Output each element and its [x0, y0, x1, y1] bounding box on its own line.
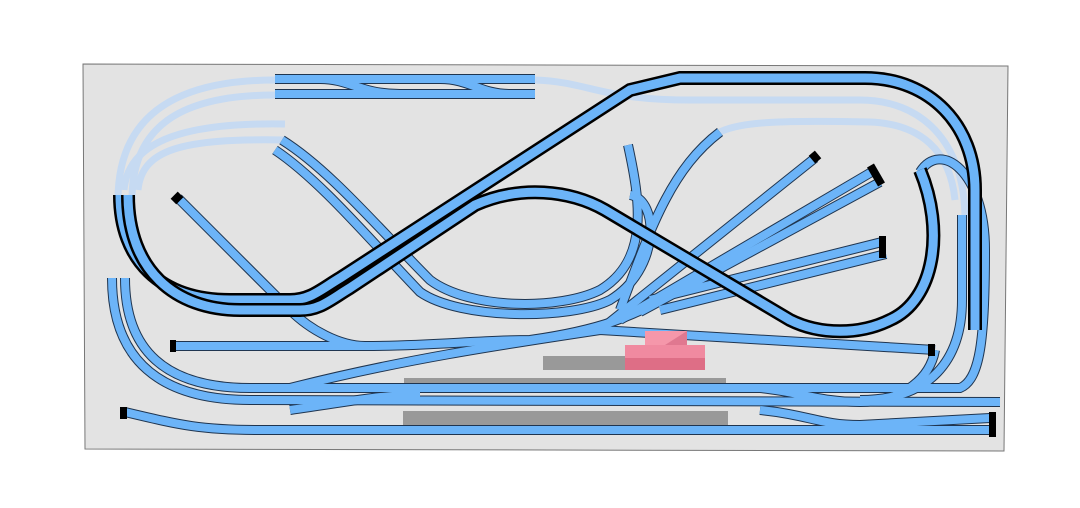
track-section: [616, 128, 723, 312]
buffer-stops: [120, 150, 996, 437]
track-section: [319, 75, 401, 98]
track-section: [859, 215, 966, 404]
track-section: [649, 238, 883, 304]
buffer-stop: [170, 340, 176, 352]
buffer-stop: [120, 407, 127, 419]
track-section: [597, 154, 818, 334]
raised-tracks: [113, 71, 982, 339]
buffer-stop: [879, 236, 886, 258]
track-section: [121, 155, 990, 392]
buffer-stop: [867, 163, 885, 187]
platform: [543, 356, 628, 370]
buffer-stop: [989, 412, 996, 437]
track-section: [108, 277, 1001, 406]
track-section: [659, 250, 887, 314]
buffer-stop: [928, 344, 935, 356]
buffer-stop: [170, 191, 184, 205]
track-section: [759, 406, 991, 430]
tracks: [107, 74, 1001, 435]
track-section: [289, 391, 421, 414]
track-section: [439, 75, 511, 98]
track-section: [124, 408, 990, 434]
platform: [403, 411, 728, 426]
station-building: [625, 331, 705, 370]
buffer-stop: [808, 150, 822, 164]
